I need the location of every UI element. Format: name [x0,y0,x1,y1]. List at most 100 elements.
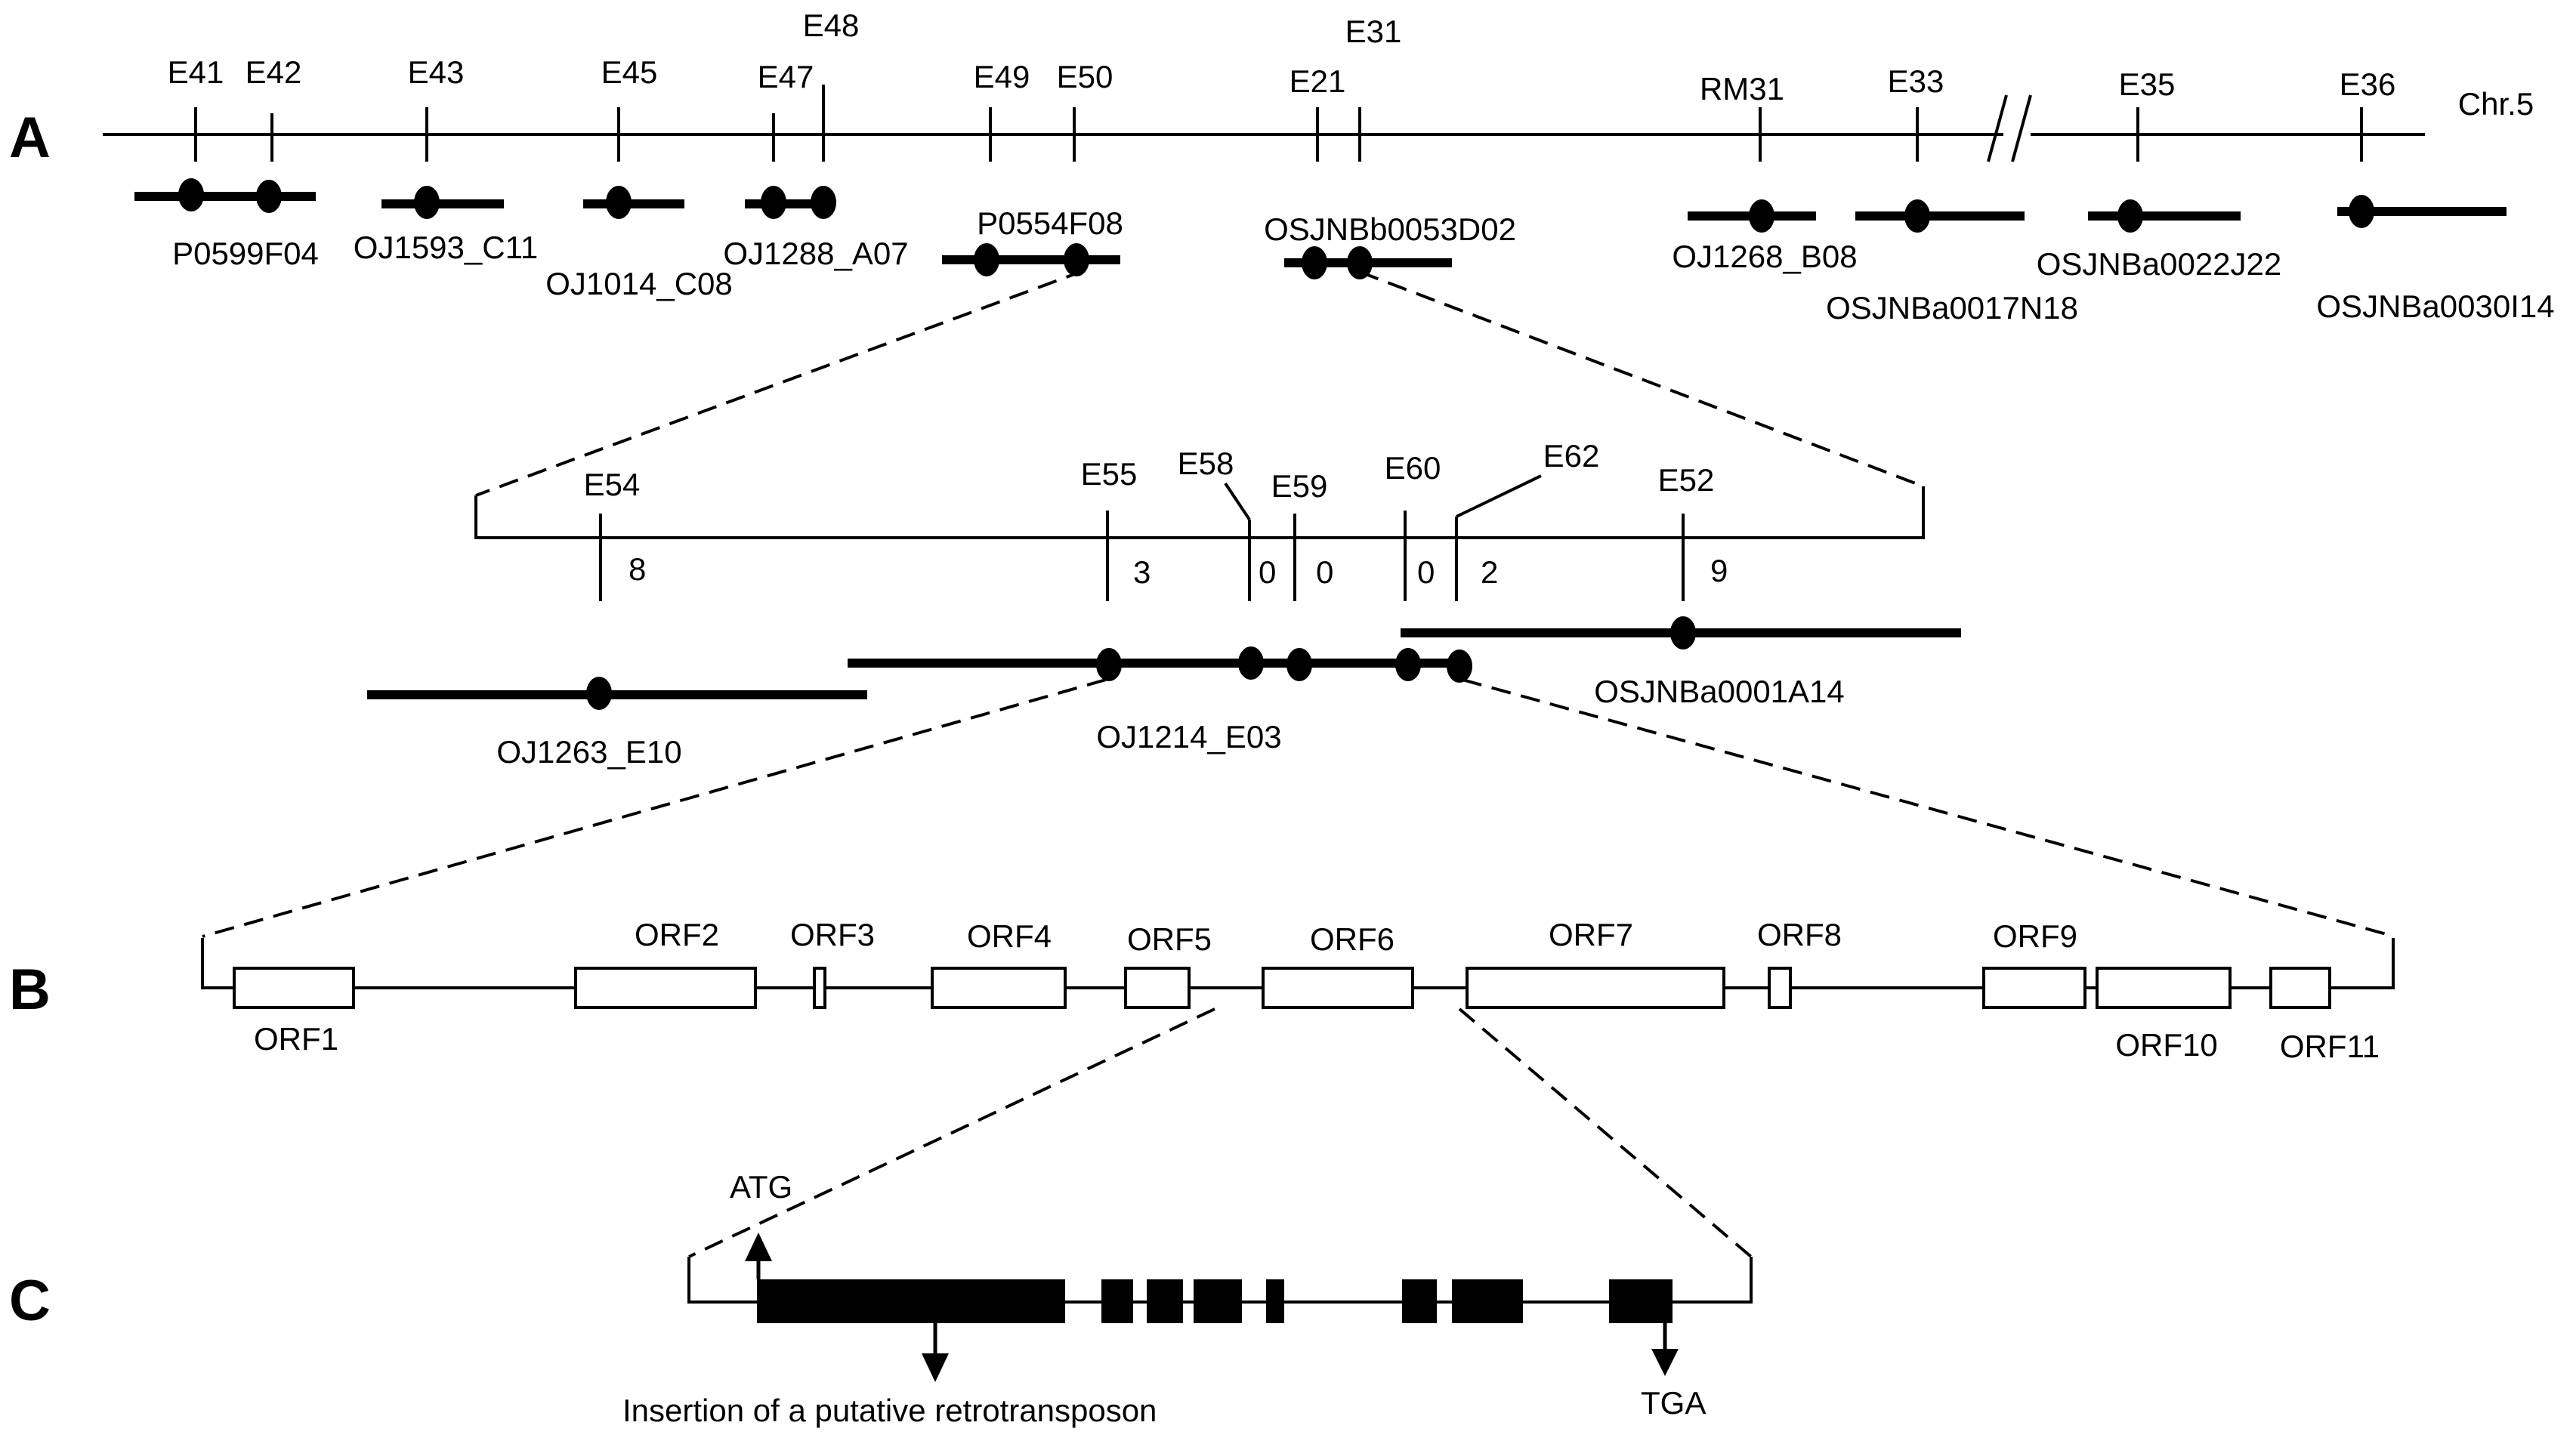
exon [757,1279,1065,1323]
recombinant-counts: 8 3 0 0 0 2 9 [629,551,1728,590]
marker-label: E35 [2119,66,2176,102]
bac-marker-dot [1904,199,1930,233]
orf-box [1124,967,1191,1009]
bac-marker-dot [1286,648,1312,681]
bac-label: P0554F08 [977,205,1123,241]
zoom-line [475,269,1086,497]
zoom-lines-3 [688,1007,1753,1258]
orf-label: ORF6 [1310,921,1395,957]
marker-label: E55 [1081,456,1138,492]
bac-marker-dot [1395,648,1421,681]
fine-map-line [474,486,1925,539]
marker-label: E43 [408,54,465,90]
bac-marker-dot [256,180,282,213]
bac-label: OJ1593_C11 [354,230,538,265]
chromosome-marker-labels: E41 E42 E43 E45 E47 E48 E49 E50 E21 E31 … [168,8,2534,122]
zoom-lines-2 [202,678,2395,938]
bac-marker-dot [1096,648,1122,681]
bac-marker-dot [1347,246,1373,279]
chromosome-map [103,85,2425,162]
bac-marker-dot [606,186,632,219]
gene-labels: ATG TGA Insertion of a putative retrotra… [622,1169,1706,1428]
bac-label: OSJNBa0001A14 [1594,674,1845,709]
orf-box [1466,967,1725,1009]
marker-label: E47 [758,59,814,94]
exons [757,1279,1673,1323]
orf-box [233,967,355,1009]
orf-box [931,967,1067,1009]
bac-labels-mid: OJ1263_E10 OJ1214_E03 OSJNBa0001A14 [496,674,1844,770]
marker-label: E58 [1178,446,1234,481]
recombinant-count: 0 [1316,554,1333,590]
orf-box [1262,967,1414,1009]
bac-marker-dot [1064,243,1089,276]
panel-label-c: C [9,1269,51,1333]
bac-label: OSJNBa0017N18 [1826,290,2078,326]
orf-label: ORF2 [635,917,719,952]
bac-marker-dot [414,186,440,219]
bac-label: OJ1263_E10 [496,734,681,770]
orf-labels: ORF1 ORF2 ORF3 ORF4 ORF5 ORF6 ORF7 ORF8 … [254,917,2380,1064]
marker-label: E49 [974,59,1030,94]
marker-label: E36 [2340,66,2396,102]
bac-label: OSJNBa0022J22 [2037,246,2282,282]
label-leader [1224,482,1251,521]
bac-marker-dot [1670,616,1696,649]
bac-marker-dot [1447,649,1472,683]
orf-label: ORF1 [254,1021,338,1057]
zoom-line [202,678,1107,938]
bac-marker-dot [811,186,836,219]
orf-boxes [233,967,2331,1009]
marker-label: E52 [1658,462,1715,498]
bac-label: OJ1014_C08 [545,266,733,301]
marker-label: E60 [1385,450,1441,486]
start-codon-label: ATG [730,1169,792,1205]
marker-label: RM31 [1700,71,1784,106]
codon-arrows [745,1233,1679,1382]
bac-marker-dot [1749,199,1774,233]
panel-labels: A B C [9,106,51,1333]
orf-box [813,967,826,1009]
chromosome-break-mark [1987,94,2008,162]
orf-label: ORF4 [967,918,1052,954]
exon [1402,1279,1437,1323]
exon [1452,1279,1523,1323]
recombinant-count: 2 [1481,554,1498,590]
exon [1194,1279,1242,1323]
bac-label: P0599F04 [172,236,319,271]
orf-label: ORF8 [1757,917,1842,952]
panel-label-b: B [9,958,51,1022]
panel-label-a: A [9,106,51,170]
insertion-label: Insertion of a putative retrotransposon [622,1393,1157,1428]
bac-marker-dots-mid [586,616,1696,710]
exon [1147,1279,1183,1323]
orf-label: ORF9 [1993,918,2077,954]
marker-label: E59 [1271,468,1328,504]
recombinant-count: 3 [1133,554,1151,590]
fine-map [474,474,1925,601]
orf-label: ORF7 [1549,917,1633,952]
marker-label: E33 [1888,63,1944,99]
zoom-lines-1 [475,269,1924,497]
marker-label: E50 [1057,59,1113,94]
bac-label: OSJNBb0053D02 [1264,211,1516,247]
zoom-line [1458,1007,1753,1258]
orf-box [1768,967,1792,1009]
bac-marker-dot [761,186,786,219]
chromosome-break-mark [2011,94,2032,162]
bac-labels-top: P0599F04 OJ1593_C11 OJ1014_C08 OJ1288_A0… [172,205,2555,326]
tga-arrowhead-icon [1651,1349,1679,1376]
bac-label: OSJNBa0030I14 [2316,288,2554,324]
bac-marker-dot [2117,199,2143,233]
bac-marker-dot [1238,646,1264,680]
orf-label: ORF10 [2115,1027,2217,1063]
exon [1101,1279,1133,1323]
marker-label: E21 [1290,63,1346,99]
bac-marker-dot [974,243,999,276]
marker-label: E42 [246,54,302,90]
marker-label: E54 [584,467,641,502]
exon [1609,1279,1673,1323]
orf-box [2096,967,2232,1009]
marker-label: E62 [1543,438,1600,474]
